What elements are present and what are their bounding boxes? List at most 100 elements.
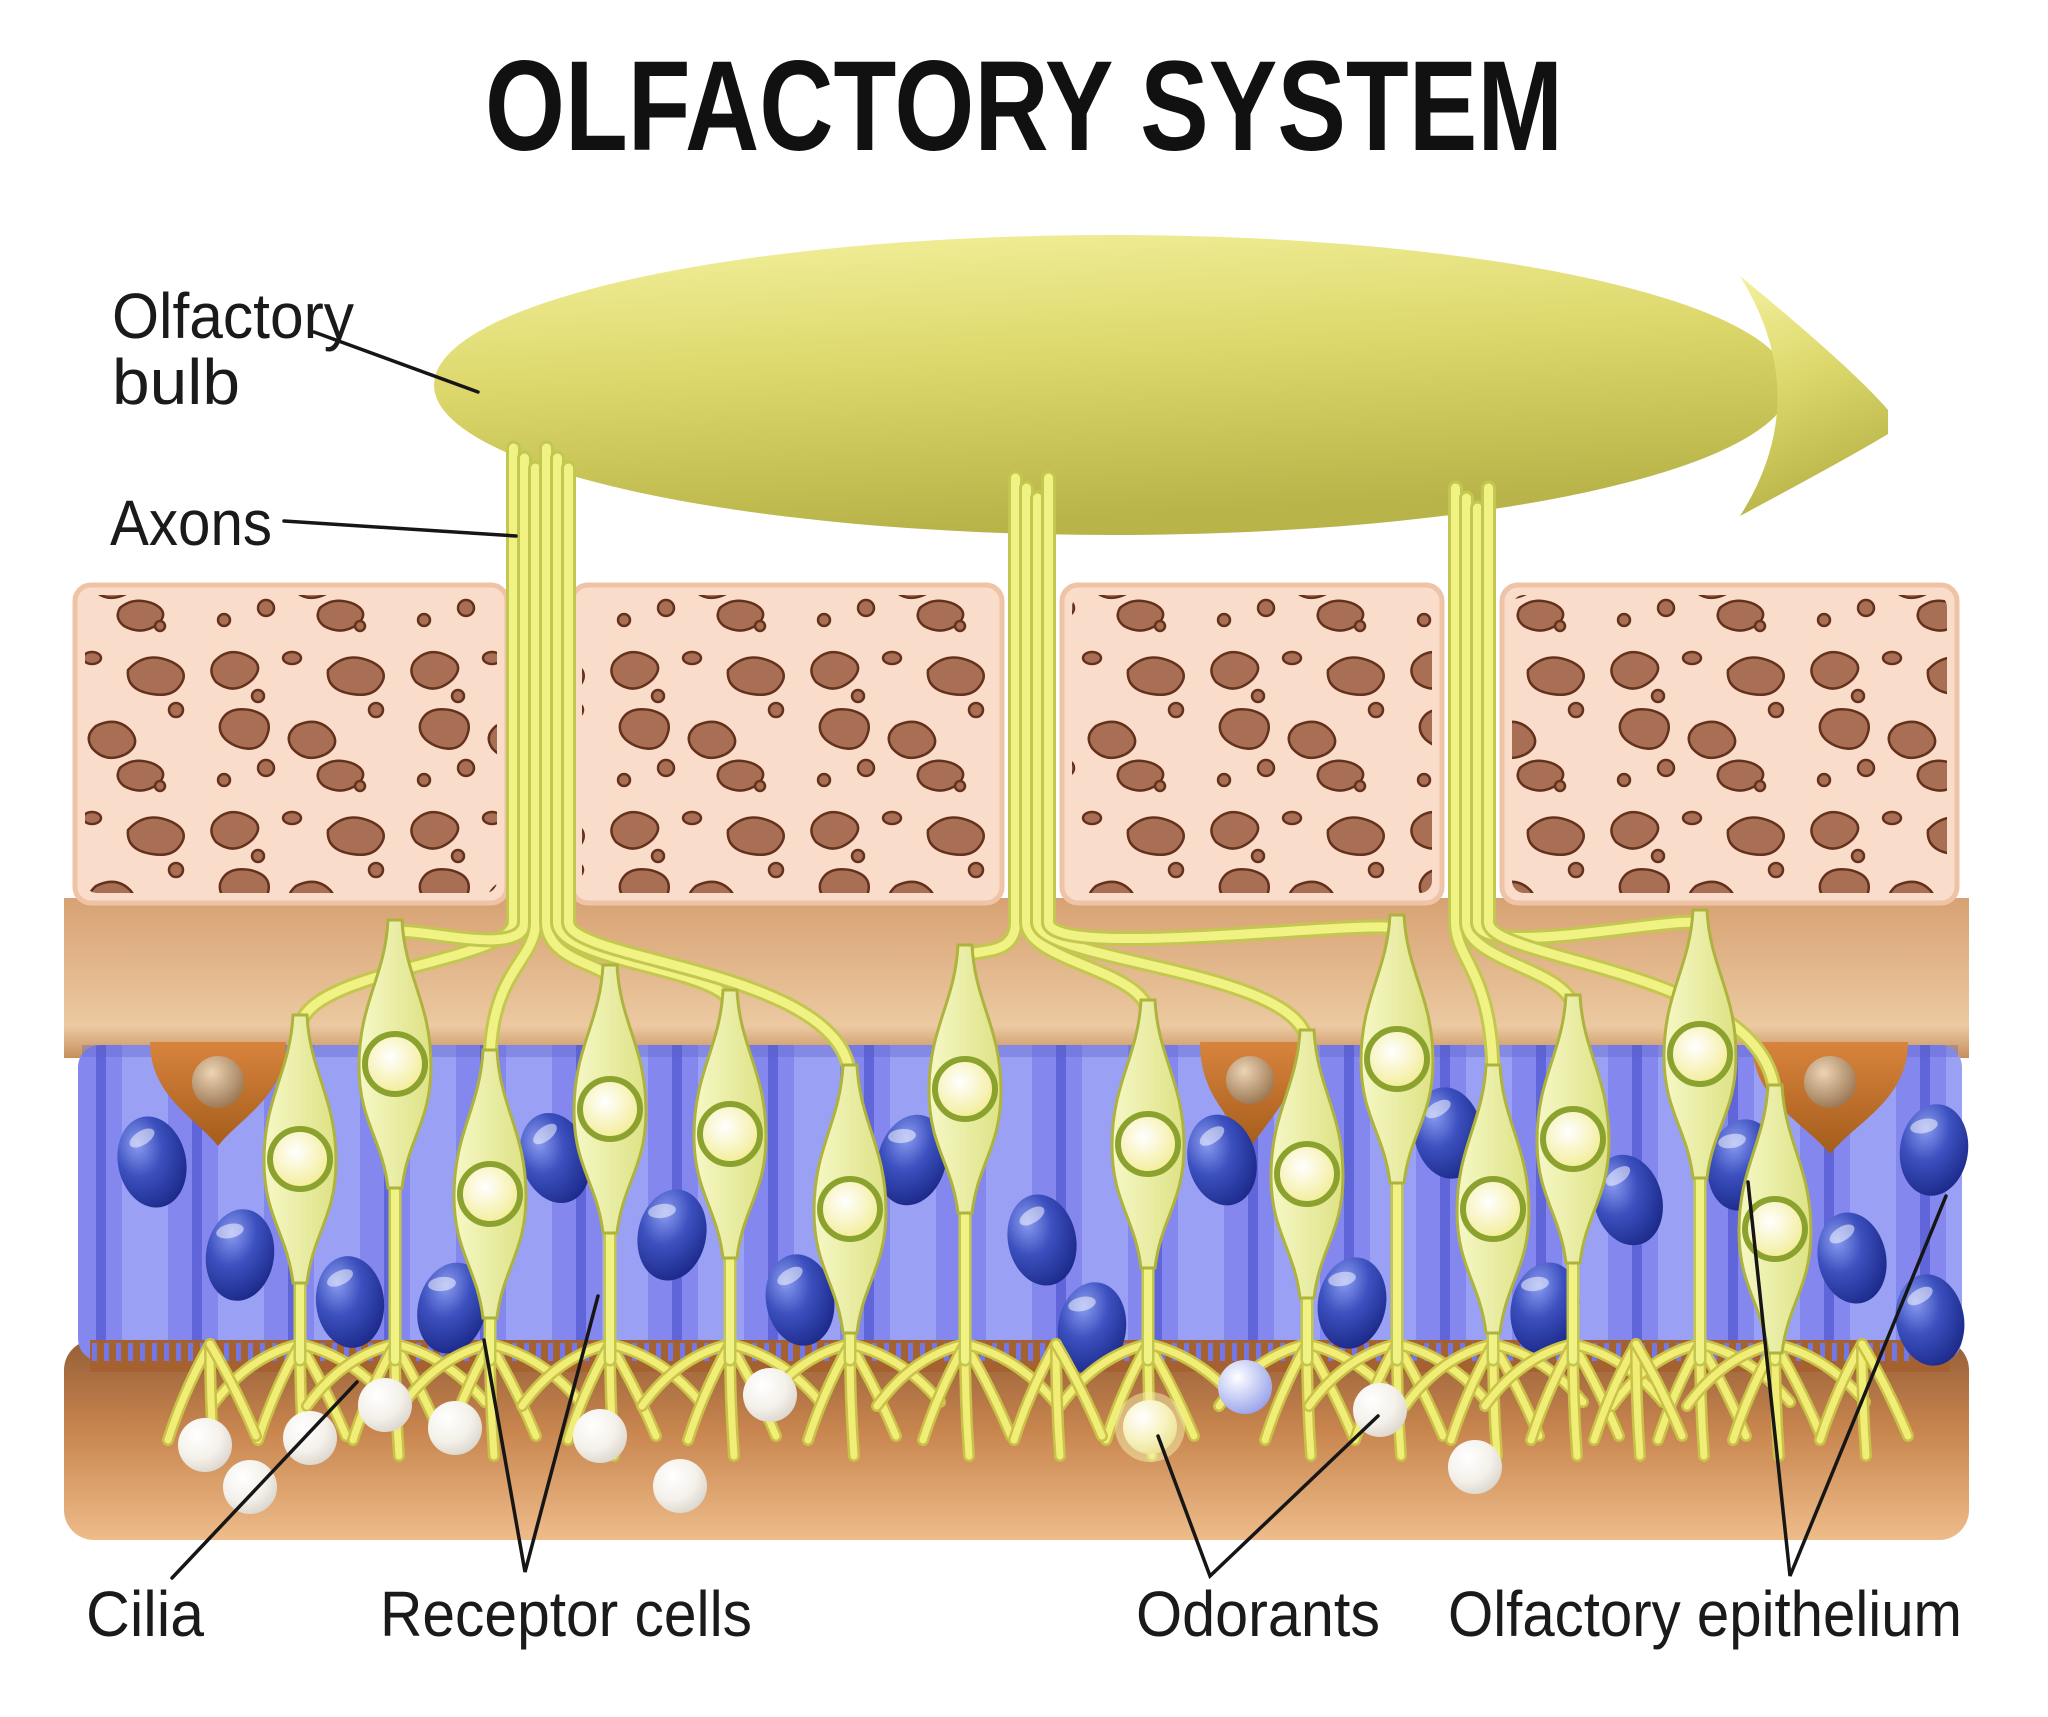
nucleus-highlight (1718, 1133, 1746, 1149)
nucleus-highlight (1521, 1276, 1549, 1292)
odorant (283, 1411, 337, 1465)
receptor-cell-nucleus (362, 1031, 428, 1097)
receptor-cell-nucleus (1667, 1021, 1733, 1087)
receptor-cell-nucleus (1742, 1196, 1808, 1262)
nucleus-highlight (1425, 1099, 1451, 1119)
nucleus-highlight (216, 1223, 244, 1239)
odorant (358, 1378, 412, 1432)
pointer-cilia (170, 1380, 359, 1580)
receptor-cell-nucleus (1274, 1141, 1340, 1207)
label-axons: Axons (110, 487, 272, 559)
odorant (743, 1368, 797, 1422)
cilium (1052, 1340, 1064, 1460)
axon (1451, 483, 1498, 1085)
pointer-receptor-cells (482, 1294, 600, 1573)
receptor-cell-nucleus (1540, 1106, 1606, 1172)
axon (564, 463, 855, 1085)
axon (1484, 483, 1780, 1105)
nucleus-highlight (1605, 1166, 1631, 1186)
cilium (1632, 1340, 1686, 1440)
nucleus-highlight (533, 1123, 557, 1145)
cilium (1056, 1340, 1152, 1410)
cilium (726, 1340, 824, 1406)
bone-pores (582, 595, 992, 893)
pointer-axons (282, 519, 518, 538)
odorant (1218, 1360, 1272, 1414)
label-odorants: Odorants (1136, 1578, 1380, 1650)
nucleus-highlight (648, 1203, 676, 1219)
odorant (573, 1409, 627, 1463)
pointer-olfactory-epithelium (1746, 1180, 1948, 1577)
nucleus-highlight (1907, 1286, 1933, 1306)
labels: OLFACTORY SYSTEM Olfactory bulb Axons Ci… (86, 35, 1962, 1650)
nucleus-highlight (1328, 1271, 1356, 1287)
page-title: OLFACTORY SYSTEM (485, 35, 1563, 178)
receptor-cell-nucleus (697, 1101, 763, 1167)
nucleus-highlight (327, 1269, 353, 1287)
bone-pores (1512, 595, 1947, 893)
pointer-olfactory-bulb (312, 330, 480, 394)
pointer-odorants (1156, 1414, 1380, 1580)
cilium (208, 1340, 304, 1410)
label-olfactory-bulb-line2: bulb (112, 346, 240, 418)
label-olfactory-epithelium: Olfactory epithelium (1448, 1578, 1962, 1650)
axon (1473, 503, 1705, 942)
cilium (206, 1340, 260, 1440)
cilium (1401, 1340, 1497, 1410)
nucleus-highlight (777, 1266, 803, 1286)
axon (1033, 493, 1312, 1050)
cilium (873, 1340, 969, 1410)
nucleus-highlight (1068, 1296, 1096, 1312)
gland-nucleus (1226, 1056, 1274, 1104)
epithelium-nuclei (117, 1087, 1969, 1374)
receptor-cells (262, 908, 1813, 1367)
olfactory-bulb (434, 235, 1888, 535)
receptor-cell-nucleus (577, 1076, 643, 1142)
odorant (1353, 1383, 1407, 1437)
nucleus-highlight (888, 1128, 916, 1144)
cilium (961, 1340, 1059, 1406)
nucleus-highlight (1829, 1224, 1855, 1244)
label-cilia: Cilia (86, 1578, 204, 1650)
cribriform-plate (72, 582, 1960, 906)
receptor-cell-nucleus (932, 1056, 998, 1122)
label-receptor-cells: Receptor cells (380, 1578, 752, 1650)
odorant (1448, 1440, 1502, 1494)
receptor-cell-nucleus (267, 1126, 333, 1192)
glands (150, 1042, 1908, 1154)
cilium (638, 1340, 734, 1410)
cilium (846, 1340, 944, 1406)
receptor-cell-nucleus (1460, 1176, 1526, 1242)
axon (485, 463, 540, 1070)
cilium (1481, 1340, 1577, 1410)
odorant-molecules (178, 1360, 1502, 1514)
receptor-cell-nucleus (1115, 1111, 1181, 1177)
cilium (303, 1340, 399, 1410)
cilium (518, 1340, 614, 1410)
odorant (178, 1418, 232, 1472)
axon (1044, 473, 1402, 944)
gland-nucleus (192, 1056, 244, 1108)
nucleus-highlight (1910, 1118, 1938, 1134)
odorant (1123, 1400, 1177, 1454)
cilium (1305, 1340, 1401, 1410)
receptor-cell-nucleus (817, 1176, 883, 1242)
nucleus-highlight (129, 1128, 155, 1148)
nucleus-highlight (1199, 1126, 1225, 1146)
cilium (1696, 1340, 1794, 1406)
olfactory-tract-tail (1740, 276, 1888, 516)
odorant (428, 1401, 482, 1455)
cilium (1632, 1340, 1644, 1460)
nucleus-highlight (428, 1276, 456, 1292)
bone-pores (85, 595, 497, 893)
receptor-cell-nucleus (457, 1161, 523, 1227)
receptor-cell-nucleus (1364, 1026, 1430, 1092)
gland-nucleus (1804, 1056, 1856, 1108)
nucleus-highlight (1019, 1206, 1045, 1226)
odorant (653, 1459, 707, 1513)
cilium (606, 1340, 704, 1406)
bone-pores (1072, 595, 1432, 893)
olfactory-bulb-body (434, 235, 1790, 535)
